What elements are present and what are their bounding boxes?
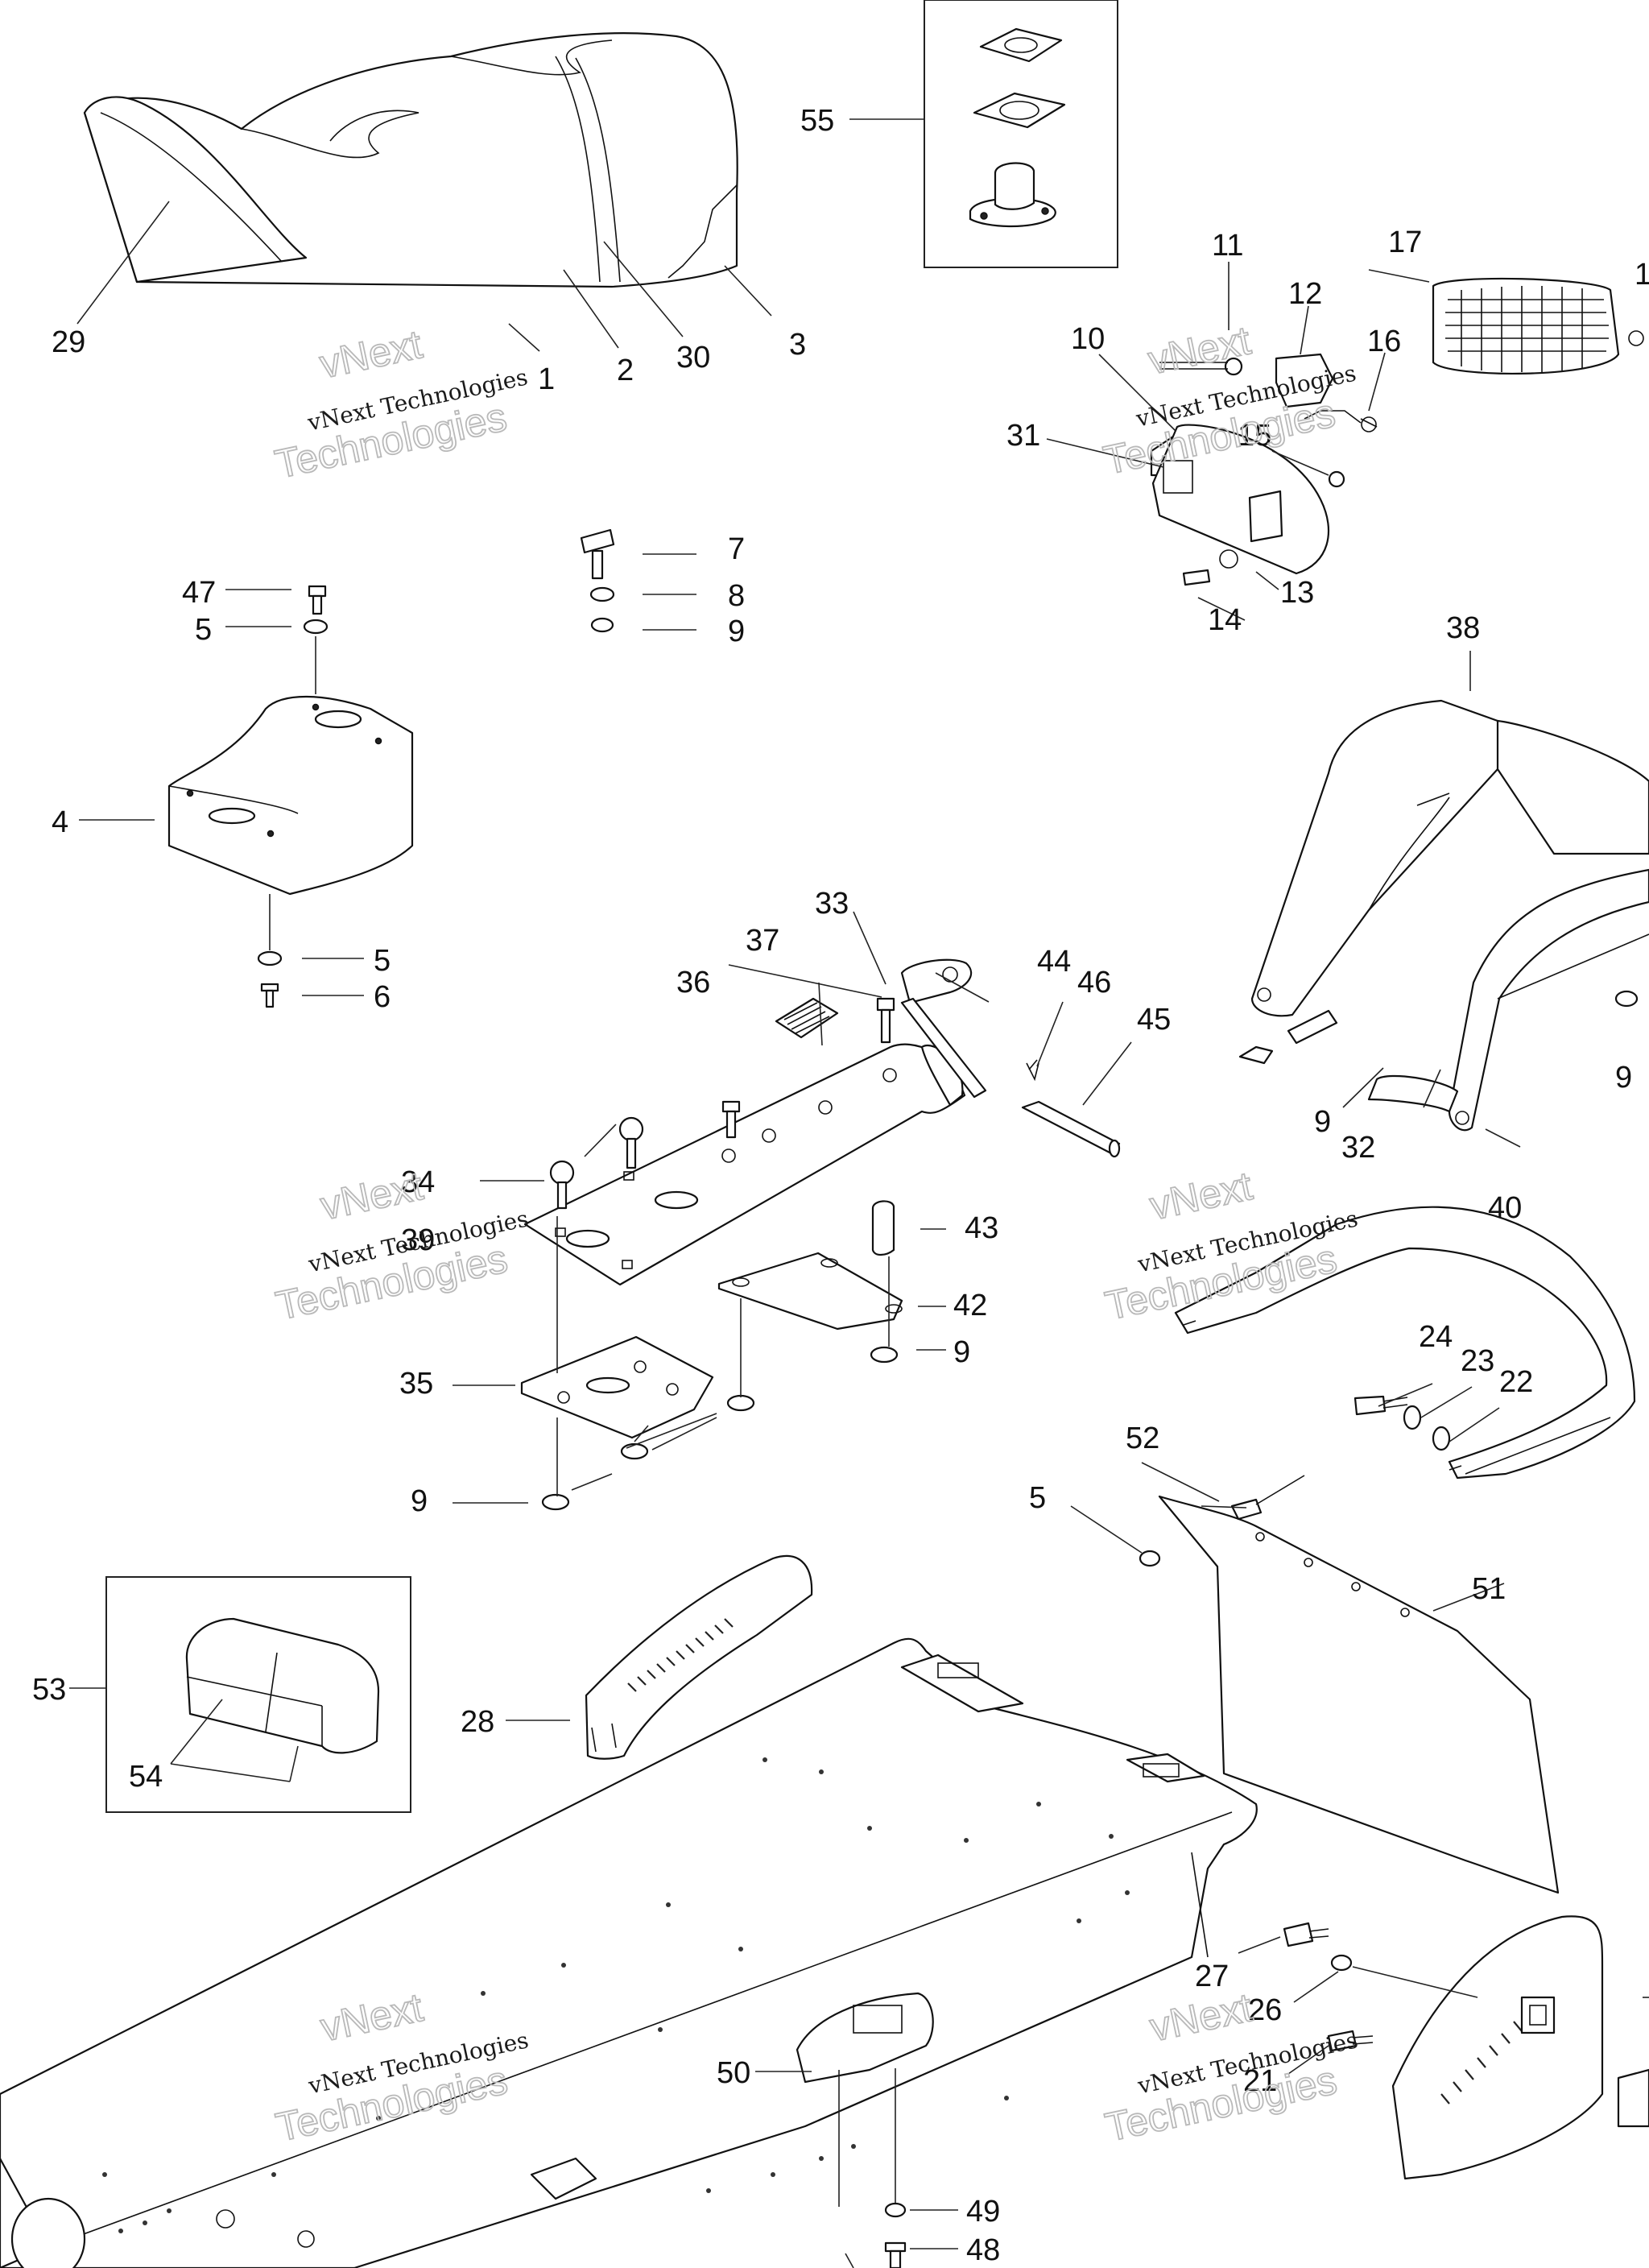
callout-5b: 5 [374,944,391,978]
rear-bracket [1283,1915,1649,2180]
callout-9b: 9 [1615,1061,1632,1095]
callout-15: 15 [1238,419,1271,453]
callout-21: 21 [1243,2064,1277,2098]
watermark-2: vNext Technologies vNext Technologies [1099,317,1358,483]
callout-53: 53 [32,1673,66,1707]
callout-48: 48 [966,2233,1000,2267]
callout-12: 12 [1288,277,1322,311]
hitch-assembly [520,958,1121,1511]
callout-47: 47 [182,576,216,610]
callout-13: 13 [1280,576,1314,610]
callout-39: 39 [401,1223,435,1257]
callout-8: 8 [728,579,745,613]
part-53-box [105,1576,411,1813]
parts-48-49 [884,2202,907,2268]
callout-51: 51 [1472,1572,1506,1606]
callout-31: 31 [1006,419,1040,453]
callout-28: 28 [461,1705,494,1739]
callout-9d: 9 [953,1335,970,1369]
part-28-running-board [585,1554,813,1760]
callout-14: 14 [1208,603,1242,637]
callout-52: 52 [1126,1422,1159,1455]
callout-29: 29 [52,325,85,359]
callout-40: 40 [1488,1191,1522,1225]
svg-text:vNext: vNext [1146,1984,1256,2050]
callout-24: 24 [1419,1320,1453,1354]
part-38-grab-bar [1238,699,1649,1132]
callout-44: 44 [1037,945,1071,979]
seat-assembly [83,32,738,288]
watermark-1: vNext Technologies vNext Technologies [271,321,530,487]
watermark-3: vNext Technologies vNext Technologies [271,1162,531,1329]
callout-4: 4 [52,805,68,839]
hardware-7-8-9 [303,528,615,635]
callout-36: 36 [676,966,710,999]
callout-50: 50 [717,2056,750,2090]
callout-43: 43 [965,1211,998,1245]
callout-49: 49 [966,2195,1000,2229]
leader-lines [69,118,1649,2268]
callout-7: 7 [728,532,745,566]
callout-54: 54 [129,1760,163,1794]
callout-27: 27 [1195,1960,1229,1993]
callout-33: 33 [815,887,849,921]
part-55-box [924,0,1118,268]
callout-32: 32 [1341,1131,1375,1165]
callout-26: 26 [1248,1993,1282,2027]
callout-11: 11 [1212,229,1243,263]
svg-text:vNext: vNext [316,1163,427,1228]
callout-38: 38 [1446,611,1480,645]
watermark-6: vNext Technologies vNext Technologies [1101,1984,1360,2150]
callout-6: 6 [374,980,391,1014]
callout-34: 34 [401,1165,435,1199]
taillight-assembly [1150,277,1644,586]
callout-45: 45 [1137,1003,1171,1037]
callout-9e: 9 [411,1484,428,1518]
svg-text:vNext: vNext [316,321,426,387]
part-4-seat-base [167,695,414,1008]
svg-text:vNext: vNext [1146,1163,1256,1228]
callout-35: 35 [399,1367,433,1401]
part-51-snowflap [1139,1475,1560,1894]
callout-5a: 5 [195,613,212,647]
callout-2: 2 [617,354,634,387]
callout-5c: 5 [1029,1481,1046,1515]
callout-30: 30 [676,341,710,375]
watermark-4: vNext Technologies vNext Technologies [1101,1162,1360,1329]
callout-18: 1 [1635,258,1649,292]
callout-22: 22 [1499,1365,1533,1399]
callout-labels: 29 1 2 30 3 55 11 12 10 16 17 1 31 15 13… [32,104,1649,2267]
callout-1: 1 [538,362,555,396]
callout-46: 46 [1077,966,1111,999]
callout-9c: 9 [1314,1105,1331,1139]
callout-3: 3 [789,328,806,362]
callout-9a: 9 [728,615,745,648]
callout-55: 55 [800,104,834,138]
tunnel [0,1637,1258,2268]
callout-37: 37 [746,924,779,958]
callout-10: 10 [1071,322,1105,356]
callout-42: 42 [953,1289,987,1322]
callout-23: 23 [1461,1344,1494,1378]
callout-17: 17 [1388,226,1422,259]
callout-16: 16 [1367,325,1401,358]
